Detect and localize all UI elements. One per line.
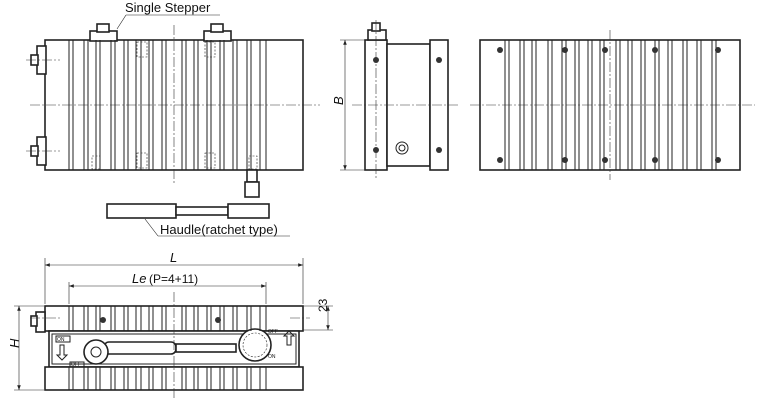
- off-label-left: OFF: [71, 362, 81, 368]
- screw-icon: [373, 57, 379, 63]
- on-label-right: ON: [268, 354, 276, 360]
- screw-icon: [373, 147, 379, 153]
- handle-label: Haudle(ratchet type): [160, 222, 278, 237]
- dim-23: 23: [316, 298, 330, 312]
- screw-icon: [652, 157, 658, 163]
- top-view: Single Stepper Haudle(ratchet type): [26, 0, 320, 237]
- screw-icon: [100, 317, 106, 323]
- screw-icon: [562, 47, 568, 53]
- screw-icon: [436, 147, 442, 153]
- dim-Le: Le: [132, 271, 146, 286]
- screw-icon: [715, 47, 721, 53]
- screw-icon: [602, 157, 608, 163]
- screw-icon: [652, 47, 658, 53]
- screw-icon: [497, 157, 503, 163]
- screw-icon: [602, 47, 608, 53]
- dim-B: B: [331, 96, 346, 105]
- screw-icon: [215, 317, 221, 323]
- dim-L: L: [170, 250, 177, 265]
- front-view: ON OFF OFF ON L Le (P=4+11) H 23: [7, 250, 333, 400]
- screw-icon: [436, 57, 442, 63]
- screw-icon: [497, 47, 503, 53]
- on-label-left: ON: [57, 337, 65, 343]
- dim-P: (P=4+11): [149, 272, 198, 286]
- off-label-right: OFF: [268, 329, 278, 335]
- single-stepper-label: Single Stepper: [125, 0, 211, 15]
- screw-icon: [562, 157, 568, 163]
- screw-icon: [715, 157, 721, 163]
- dim-H: H: [7, 338, 22, 348]
- side-view: B: [331, 20, 460, 180]
